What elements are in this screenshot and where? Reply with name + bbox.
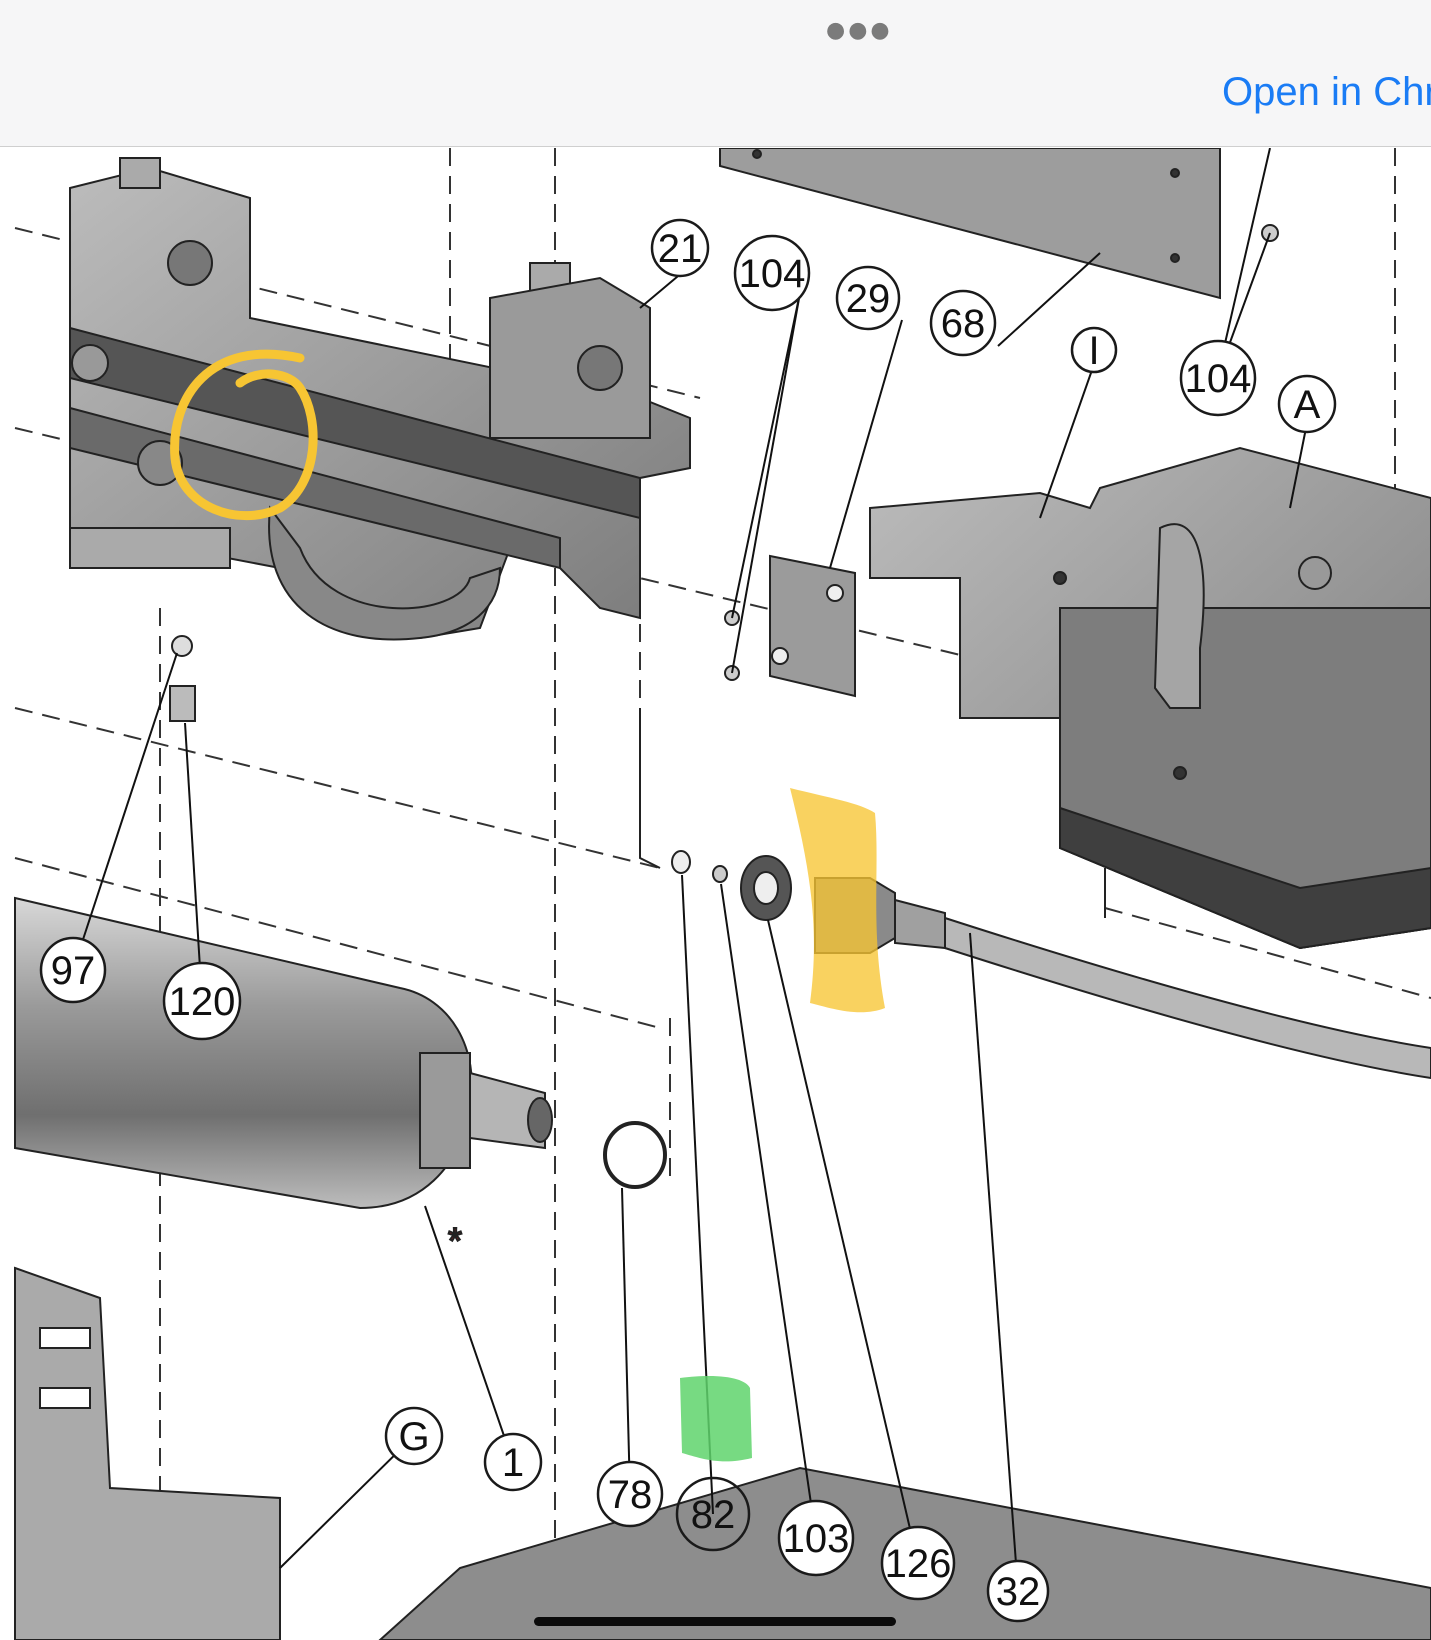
callout-circle [835, 265, 901, 331]
callout-9: 1 [483, 1432, 543, 1492]
callout-circle [777, 1499, 855, 1577]
trigger-frame-part [69, 157, 691, 641]
callout-5: 104 [1179, 339, 1257, 417]
ellipsis-icon[interactable]: ●●● [826, 18, 893, 43]
callout-13: 103 [777, 1499, 855, 1577]
callout-2: 29 [835, 265, 901, 331]
callout-1: 104 [733, 234, 811, 312]
callout-label: 82 [691, 1493, 736, 1537]
ball-detent-part [169, 635, 196, 722]
callout-3: 68 [929, 289, 997, 357]
callout-label: 97 [51, 949, 96, 993]
air-tank-part: * [14, 896, 667, 1262]
open-in-chrome-button[interactable]: Open in Chr [1222, 70, 1431, 114]
callout-circle [650, 218, 710, 278]
callout-circle [162, 961, 242, 1041]
callout-circle [596, 1460, 664, 1528]
callout-label: 29 [846, 277, 891, 321]
green-callout-highlight [680, 1376, 752, 1462]
plate-part-68 [719, 148, 1279, 300]
callout-circle [1179, 339, 1257, 417]
plate-part-29 [724, 554, 856, 698]
callout-circle [986, 1559, 1050, 1623]
browser-top-bar: ●●● Open in Chr [0, 0, 1431, 147]
callout-11: 78 [596, 1460, 664, 1528]
callout-circle [483, 1432, 543, 1492]
callout-circle [880, 1525, 956, 1601]
callout-10: G [384, 1406, 444, 1466]
home-indicator[interactable] [534, 1617, 896, 1626]
callout-label: I [1088, 329, 1099, 373]
asterisk-mark: * [448, 1220, 462, 1261]
callout-15: 32 [986, 1559, 1050, 1623]
callout-8: 120 [162, 961, 242, 1041]
callout-circle [929, 289, 997, 357]
callout-circle [733, 234, 811, 312]
callout-leader-lines [72, 148, 1308, 1592]
yellow-circle-highlight [170, 349, 318, 521]
callout-6: A [1277, 374, 1337, 434]
callout-label: 126 [885, 1542, 952, 1586]
callout-label: 104 [739, 252, 806, 296]
callout-14: 126 [880, 1525, 956, 1601]
callout-7: 97 [39, 936, 107, 1004]
callout-label: 1 [502, 1441, 524, 1485]
callout-circle [1277, 374, 1337, 434]
callout-0: 21 [650, 218, 710, 278]
highlight-marks [170, 349, 885, 1462]
callout-label: G [398, 1415, 429, 1459]
callout-label: A [1294, 383, 1321, 427]
callout-label: 32 [996, 1570, 1041, 1614]
callout-label: 68 [941, 302, 986, 346]
callout-label: 78 [608, 1473, 653, 1517]
action-assembly-part [869, 446, 1431, 950]
callout-12: 82 [675, 1476, 751, 1552]
callout-circle [1070, 326, 1118, 374]
callout-label: 21 [658, 227, 703, 271]
callout-label: 104 [1185, 357, 1252, 401]
yellow-fitting-highlight [790, 788, 885, 1013]
callout-label: 103 [783, 1517, 850, 1561]
callout-circle [39, 936, 107, 1004]
callout-circle [675, 1476, 751, 1552]
callout-label: 120 [169, 980, 236, 1024]
solid-guide-lines [639, 708, 1106, 918]
callout-4: I [1070, 326, 1118, 374]
callout-circle [384, 1406, 444, 1466]
